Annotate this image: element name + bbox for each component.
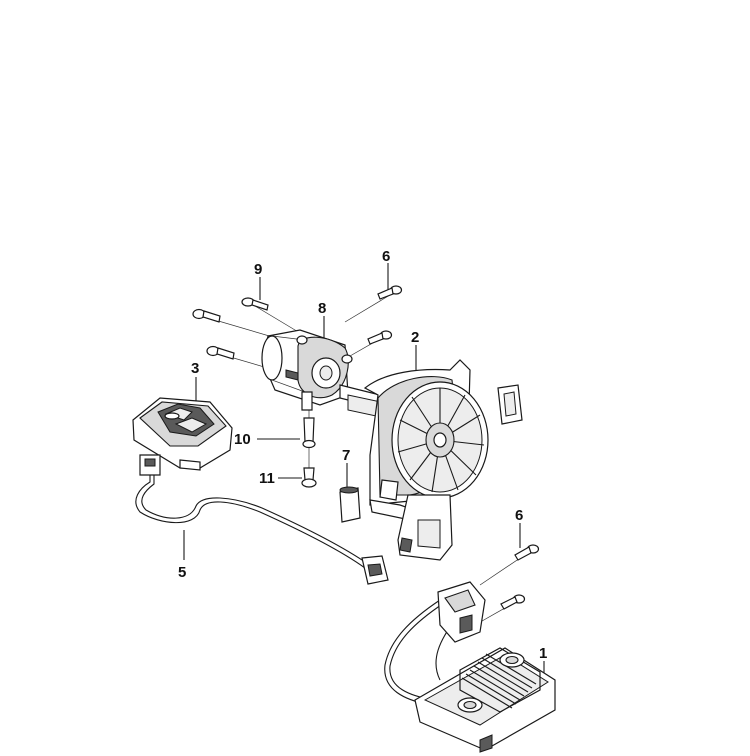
leader-lines	[183, 263, 545, 686]
screw-right-mid	[349, 330, 393, 357]
screw-11	[301, 467, 317, 488]
callout-9: 9	[254, 261, 262, 278]
callout-labels: 9 6 8 2 3 10 11 7 5 6 1	[178, 248, 547, 662]
cable-harness-5	[135, 454, 389, 585]
flange-8	[296, 335, 353, 411]
callout-8: 8	[318, 300, 326, 317]
grommet-7	[339, 486, 361, 523]
screw-left-upper	[192, 308, 301, 346]
callout-5: 5	[178, 564, 186, 581]
callout-1: 1	[539, 645, 547, 662]
switch-panel-3	[132, 397, 233, 471]
callout-11: 11	[259, 470, 275, 487]
screw-6-upper	[344, 285, 403, 323]
callout-7: 7	[342, 447, 350, 464]
screw-9	[241, 297, 301, 334]
callout-10: 10	[234, 431, 251, 448]
fan	[391, 381, 489, 499]
callout-3: 3	[191, 360, 199, 377]
motor-assembly	[261, 329, 396, 421]
callout-6-upper: 6	[382, 248, 390, 265]
callout-2: 2	[411, 329, 419, 346]
screw-6-lower	[474, 544, 540, 626]
regulator-1	[384, 581, 556, 753]
rubber-bushing	[497, 384, 523, 425]
screw-10	[302, 400, 316, 470]
callout-6-lower: 6	[515, 507, 523, 524]
generator-housing-2	[363, 359, 489, 561]
